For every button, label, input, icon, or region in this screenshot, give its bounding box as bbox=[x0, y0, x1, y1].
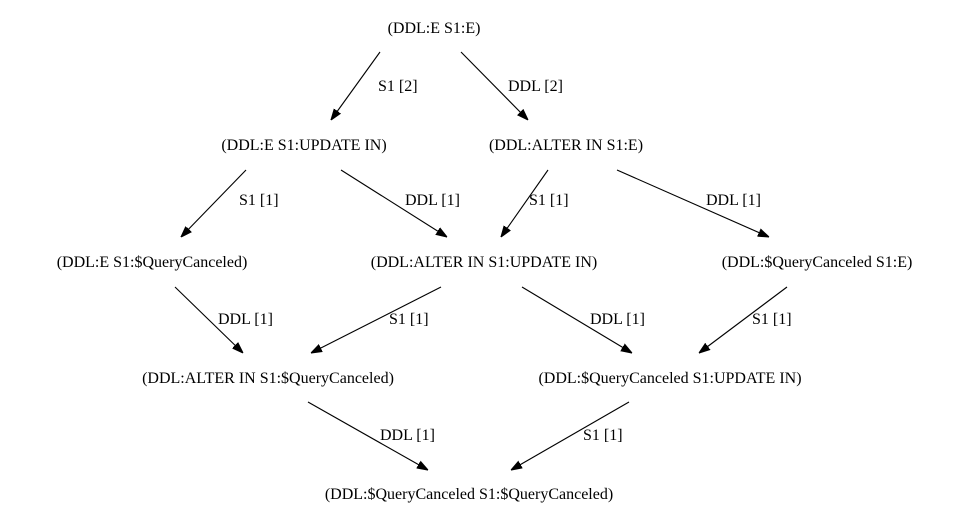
edge-e2: S1 [1] bbox=[181, 169, 279, 237]
node-state: (DDL:E S1:$QueryCanceled) bbox=[57, 254, 248, 271]
edge-e3: DDL [1] bbox=[340, 169, 460, 237]
edge-label: DDL [2] bbox=[508, 78, 563, 95]
edges: S1 [2] DDL [2] S1 [1] DDL [1] S1 [1] DDL… bbox=[174, 51, 792, 470]
edge-label: S1 [1] bbox=[583, 427, 623, 444]
edge-e10: DDL [1] bbox=[307, 401, 435, 470]
edge-e11: S1 [1] bbox=[511, 401, 630, 470]
node-state: (DDL:E S1:UPDATE IN) bbox=[221, 137, 386, 154]
edge-label: S1 [2] bbox=[378, 78, 418, 95]
edge-label: S1 [1] bbox=[389, 311, 429, 328]
edge-label: DDL [1] bbox=[380, 427, 435, 444]
node-state: (DDL:E S1:E) bbox=[388, 20, 481, 37]
edge-e7: S1 [1] bbox=[311, 286, 442, 353]
edge-e1: DDL [2] bbox=[460, 51, 563, 120]
node-state: (DDL:ALTER IN S1:E) bbox=[489, 137, 643, 154]
edge-line bbox=[181, 169, 247, 237]
node-state: (DDL:ALTER IN S1:$QueryCanceled) bbox=[142, 370, 394, 387]
node-state: (DDL:$QueryCanceled S1:UPDATE IN) bbox=[538, 370, 801, 387]
edge-label: S1 [1] bbox=[529, 192, 569, 209]
edge-e8: DDL [1] bbox=[521, 286, 645, 353]
edge-e9: S1 [1] bbox=[699, 286, 792, 353]
edge-line bbox=[501, 169, 549, 237]
edge-line bbox=[699, 286, 788, 353]
node-state: (DDL:ALTER IN S1:UPDATE IN) bbox=[371, 254, 598, 271]
edge-label: DDL [1] bbox=[218, 311, 273, 328]
edge-e4: S1 [1] bbox=[501, 169, 569, 237]
edge-line bbox=[311, 286, 442, 353]
nodes: (DDL:E S1:E) (DDL:E S1:UPDATE IN) (DDL:A… bbox=[57, 20, 913, 503]
edge-line bbox=[331, 51, 381, 120]
edge-label: DDL [1] bbox=[706, 192, 761, 209]
edge-label: S1 [1] bbox=[239, 192, 279, 209]
node-state: (DDL:$QueryCanceled S1:$QueryCanceled) bbox=[325, 486, 613, 503]
edge-line bbox=[511, 401, 630, 470]
edge-label: S1 [1] bbox=[752, 311, 792, 328]
edge-label: DDL [1] bbox=[590, 311, 645, 328]
edge-e5: DDL [1] bbox=[616, 169, 769, 237]
node-state: (DDL:$QueryCanceled S1:E) bbox=[722, 254, 913, 271]
edge-label: DDL [1] bbox=[405, 192, 460, 209]
edge-line bbox=[521, 286, 632, 353]
edge-line bbox=[460, 51, 528, 120]
edge-line bbox=[616, 169, 769, 237]
edge-e6: DDL [1] bbox=[174, 286, 273, 353]
edge-line bbox=[307, 401, 428, 470]
edge-line bbox=[174, 286, 243, 353]
edge-line bbox=[340, 169, 447, 237]
edge-e0: S1 [2] bbox=[331, 51, 418, 120]
